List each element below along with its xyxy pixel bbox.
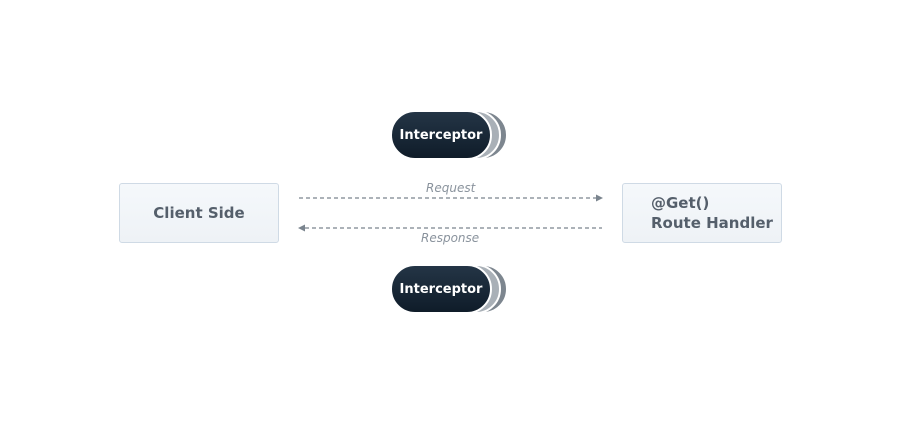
response-arrowhead-icon [298,224,305,232]
response-label: Response [421,231,480,245]
route-handler-box: @Get() Route Handler [622,183,782,243]
interceptor-label: Interceptor [399,127,483,143]
interceptor-top: Interceptor [390,110,512,160]
client-side-label: Client Side [153,204,245,222]
route-decorator-label: @Get() [651,194,710,212]
interceptor-label: Interceptor [399,281,483,297]
interceptor-pill: Interceptor [390,264,492,314]
route-handler-label: Route Handler [651,214,773,232]
request-label: Request [426,181,476,195]
client-side-box: Client Side [119,183,279,243]
interceptor-pill: Interceptor [390,110,492,160]
interceptor-bottom: Interceptor [390,264,512,314]
request-arrowhead-icon [596,194,603,202]
